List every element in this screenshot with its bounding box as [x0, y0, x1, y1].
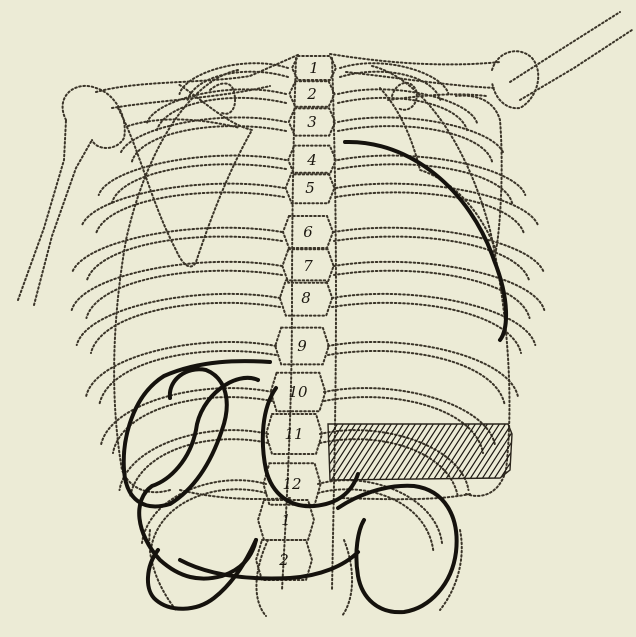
rib	[334, 262, 544, 318]
hatch-line	[366, 420, 406, 482]
thoracic-vertebra-label: 9	[297, 337, 307, 355]
hatch-line	[378, 420, 418, 482]
hatch-line	[408, 420, 448, 482]
hatch-line	[384, 420, 424, 482]
thoracic-vertebra-label: 8	[301, 289, 311, 307]
thoracic-vertebra-label: 2	[306, 85, 317, 103]
hatch-line	[510, 420, 550, 482]
hatch-line	[318, 420, 358, 482]
hatch-line	[498, 420, 538, 482]
hatch-line	[516, 420, 556, 482]
hatch-line	[540, 420, 580, 482]
spinal-column-right-edge	[332, 58, 336, 590]
rib	[328, 342, 518, 404]
vertebra-outlines	[256, 56, 336, 580]
hatch-line	[354, 420, 394, 482]
rib	[72, 262, 282, 318]
hatch-line	[372, 420, 412, 482]
left-humeral-head	[63, 86, 125, 148]
thoracic-vertebra-label: 5	[305, 179, 315, 197]
lumbar-vertebra-label: 1	[281, 511, 291, 529]
lumbar-vertebra-label: 2	[278, 551, 289, 569]
hatch-line	[306, 420, 346, 482]
thoracic-vertebra-label: 11	[284, 425, 303, 443]
lower-left-loop	[148, 540, 256, 609]
thoracic-vertebra-label: 4	[306, 151, 317, 169]
rib	[180, 63, 288, 102]
rib	[142, 480, 266, 551]
hatch-line	[546, 420, 586, 482]
thoracic-vertebra-label: 3	[307, 113, 317, 131]
right-ribs	[318, 63, 544, 551]
hatch-line	[420, 420, 460, 482]
hatch-line	[528, 420, 568, 482]
bold-tracings	[124, 142, 506, 612]
thoracic-vertebra-label: 12	[282, 475, 301, 493]
hatch-line	[336, 420, 376, 482]
hatch-line	[360, 420, 400, 482]
left-ribs	[72, 63, 288, 551]
right-clavicle	[330, 54, 500, 88]
left-humerus	[18, 120, 92, 305]
sacrum-right	[342, 540, 352, 616]
pelvis	[149, 530, 461, 616]
thoracic-vertebra-label: 6	[303, 223, 313, 241]
rib	[338, 117, 504, 162]
lower-right-loop	[338, 486, 457, 612]
rib	[77, 294, 280, 353]
thoracic-vertebra-label: 7	[303, 257, 313, 275]
hatch-line	[552, 420, 592, 482]
rib	[336, 184, 538, 234]
hatch-line	[480, 420, 520, 482]
hatch-line	[390, 420, 430, 482]
hatch-line	[462, 420, 502, 482]
hatch-line	[438, 420, 478, 482]
hatch-line	[402, 420, 442, 482]
rib	[82, 184, 284, 234]
rib	[338, 156, 525, 203]
hatch-line	[456, 420, 496, 482]
hatched-area	[300, 420, 598, 482]
hatch-line	[558, 420, 598, 482]
hatch-line	[396, 420, 436, 482]
thoracic-vertebra-label: 1	[309, 59, 319, 77]
thoracic-vertebra-label: 10	[288, 383, 308, 401]
hatch-line	[492, 420, 532, 482]
rib	[99, 156, 286, 203]
hatch-line	[444, 420, 484, 482]
hatch-line	[522, 420, 562, 482]
rib	[120, 117, 286, 162]
hatch-line	[414, 420, 454, 482]
hatch-line	[534, 420, 574, 482]
